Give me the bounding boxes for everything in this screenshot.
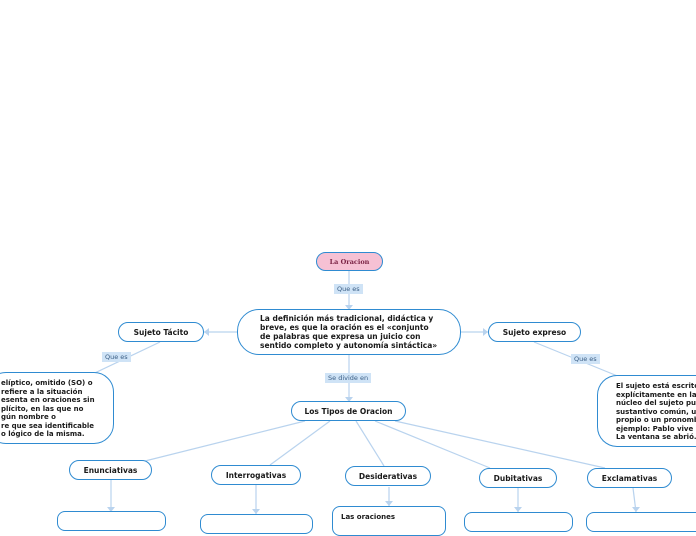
types-hub-node[interactable]: Los Tipos de Oracion xyxy=(291,401,406,421)
link-label-se-divide: Se divide en xyxy=(325,373,372,383)
interrogativas-child-node[interactable] xyxy=(200,514,313,534)
edge-types-enunciativas xyxy=(144,420,306,462)
sujeto-expreso-link-label: Que es xyxy=(571,354,600,364)
type-desiderativas-label: Desiderativas xyxy=(358,471,418,481)
type-enunciativas-label: Enunciativas xyxy=(83,465,138,475)
type-desiderativas-node[interactable]: Desiderativas xyxy=(345,466,431,486)
type-interrogativas-node[interactable]: Interrogativas xyxy=(211,465,301,485)
edge-types-interrogativas xyxy=(269,420,331,466)
sujeto-tacito-desc-node[interactable]: elíptico, omitido (SO) o refiere a la si… xyxy=(0,372,114,444)
definition-node[interactable]: La definición más tradicional, didáctica… xyxy=(237,309,461,355)
exclamativas-child-node[interactable] xyxy=(586,512,696,532)
sujeto-tacito-desc-text: elíptico, omitido (SO) o refiere a la si… xyxy=(1,379,95,438)
type-dubitativas-label: Dubitativas xyxy=(493,473,543,483)
desiderativas-child-text: Las oraciones xyxy=(341,513,396,521)
type-exclamativas-label: Exclamativas xyxy=(601,473,658,483)
type-enunciativas-node[interactable]: Enunciativas xyxy=(69,460,152,480)
sujeto-tacito-label: Sujeto Tácito xyxy=(133,327,189,337)
enunciativas-child-node[interactable] xyxy=(57,511,166,531)
root-node[interactable]: La Oracion xyxy=(316,252,383,271)
edge-types-desiderativas xyxy=(355,420,385,467)
definition-text: La definición más tradicional, didáctica… xyxy=(260,314,438,350)
sujeto-expreso-label: Sujeto expreso xyxy=(502,327,567,337)
sujeto-expreso-desc-node[interactable]: El sujeto está escrito explícitamente en… xyxy=(597,375,696,447)
type-interrogativas-label: Interrogativas xyxy=(225,470,287,480)
sujeto-expreso-desc-text: El sujeto está escrito explícitamente en… xyxy=(616,382,696,441)
sujeto-expreso-node[interactable]: Sujeto expreso xyxy=(488,322,581,342)
sujeto-tacito-node[interactable]: Sujeto Tácito xyxy=(118,322,204,342)
sujeto-tacito-link-label: Que es xyxy=(102,352,131,362)
edge-types-dubitativas xyxy=(374,420,491,469)
root-label: La Oracion xyxy=(329,257,370,266)
edge-types-exclamativas xyxy=(394,420,606,469)
type-exclamativas-node[interactable]: Exclamativas xyxy=(587,468,672,488)
link-label-que-es: Que es xyxy=(334,284,363,294)
dubitativas-child-node[interactable] xyxy=(464,512,573,532)
desiderativas-child-node[interactable]: Las oraciones xyxy=(332,506,446,536)
types-hub-label: Los Tipos de Oracion xyxy=(304,406,393,416)
type-dubitativas-node[interactable]: Dubitativas xyxy=(479,468,557,488)
